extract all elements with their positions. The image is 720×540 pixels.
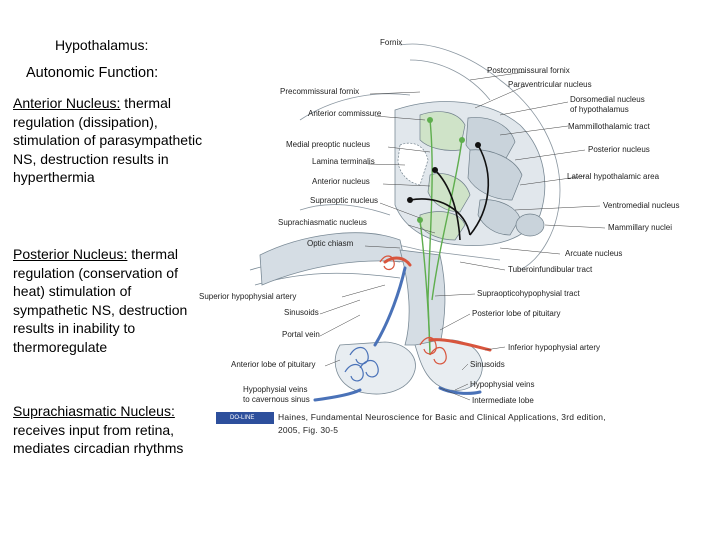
label-hypophysial-veins-right: Hypophysial veins [470,380,534,389]
label-lamina-terminalis: Lamina terminalis [312,157,375,166]
label-inferior-hypophysial-artery: Inferior hypophysial artery [508,343,600,352]
label-supraopticohypophysial-tract: Supraopticohypophysial tract [477,289,581,298]
label-posterior-lobe-of-pituitary: Posterior lobe of pituitary [472,309,561,318]
anterior-nucleus-term: Anterior Nucleus: [13,95,121,111]
label-lateral-hypothalamic-area: Lateral hypothalamic area [567,172,660,181]
label-paraventricular-nucleus: Paraventricular nucleus [508,80,592,89]
label-sinusoids-left: Sinusoids [284,308,319,317]
logo-text: DO-LINE [230,415,255,421]
capillary-loops-red [379,255,447,365]
label-dorsomedial-line1: Dorsomedial nucleus [570,95,645,104]
left-labels: Precommissural fornix Anterior commissur… [199,87,382,404]
label-optic-chiasm: Optic chiasm [307,239,354,248]
label-tuberoinfundibular-tract: Tuberoinfundibular tract [508,265,593,274]
black-nucleus-dots [407,142,481,203]
label-anterior-commissure: Anterior commissure [308,109,382,118]
right-labels: Fornix Postcommissural fornix Paraventri… [380,38,680,405]
label-anterior-lobe-of-pituitary: Anterior lobe of pituitary [231,360,316,369]
label-arcuate-nucleus: Arcuate nucleus [565,249,622,258]
label-suprachiasmatic-nucleus: Suprachiasmatic nucleus [278,218,367,227]
anterior-nucleus-desc: thermal regulation (dissipation), stimul… [13,95,203,186]
black-tracts [409,144,490,241]
label-intermediate-lobe: Intermediate lobe [472,396,534,405]
label-supraoptic-nucleus: Supraoptic nucleus [310,196,378,205]
label-ventromedial-nucleus: Ventromedial nucleus [603,201,680,210]
label-hypophysial-veins-line1: Hypophysial veins [243,385,307,394]
leader-lines [319,71,606,401]
nuclei [397,111,545,241]
label-precommissural-fornix: Precommissural fornix [280,87,359,96]
label-hypophysial-veins-line2: to cavernous sinus [243,395,310,404]
green-nucleus-dots [417,117,465,223]
anterior-nucleus-text: Anterior Nucleus: thermal regulation (di… [13,94,208,187]
brain-structures [249,43,561,286]
label-mammillary-nuclei: Mammillary nuclei [608,223,672,232]
suprachiasmatic-nucleus-term: Suprachiasmatic Nucleus: [13,403,175,419]
publisher-logo: DO-LINE [216,412,274,424]
figure-credit: Haines, Fundamental Neuroscience for Bas… [278,412,606,435]
label-sinusoids-right: Sinusoids [470,360,505,369]
label-posterior-nucleus: Posterior nucleus [588,145,650,154]
heading-hypothalamus: Hypothalamus: [55,37,149,53]
capillary-loops-blue [344,346,379,382]
label-dorsomedial-line2: of hypothalamus [570,105,629,114]
suprachiasmatic-nucleus-desc: receives input from retina, mediates cir… [13,421,184,457]
label-mammillothalamic-tract: Mammillothalamic tract [568,122,651,131]
label-postcommissural-fornix: Postcommissural fornix [487,66,570,75]
label-superior-hypophysial-artery: Superior hypophysial artery [199,292,296,301]
suprachiasmatic-nucleus-text: Suprachiasmatic Nucleus: receives input … [13,402,208,458]
green-tracts [419,119,463,356]
posterior-nucleus-term: Posterior Nucleus: [13,246,128,262]
label-anterior-nucleus: Anterior nucleus [312,177,370,186]
posterior-nucleus-desc: thermal regulation (conservation of heat… [13,246,188,355]
label-fornix: Fornix [380,38,402,47]
heading-autonomic-function: Autonomic Function: [26,65,159,81]
label-portal-vein: Portal vein [282,330,320,339]
posterior-nucleus-text: Posterior Nucleus: thermal regulation (c… [13,245,208,357]
label-medial-preoptic-nucleus: Medial preoptic nucleus [286,140,370,149]
